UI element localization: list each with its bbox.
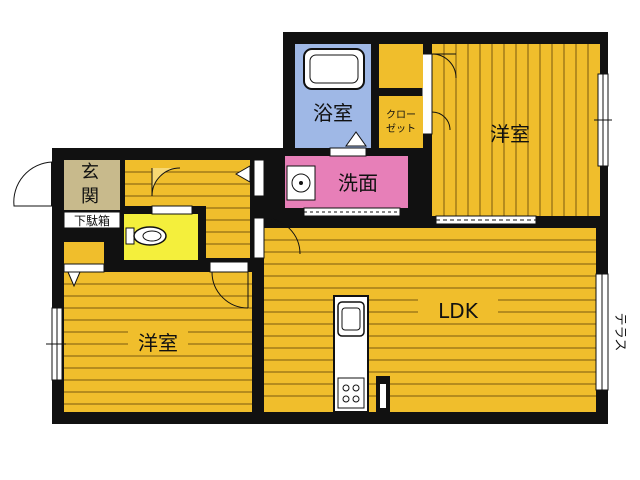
window-icon bbox=[435, 215, 537, 225]
closet-label-line2: ゼット bbox=[386, 123, 416, 135]
door-swing-icon bbox=[63, 261, 249, 309]
window-icon bbox=[594, 73, 612, 167]
washroom-label: 洗面 bbox=[338, 171, 378, 195]
ldk: LDK bbox=[253, 217, 596, 413]
bathtub-icon bbox=[303, 48, 365, 90]
bedroom-sw-label: 洋室 bbox=[138, 331, 178, 355]
ldk-label: LDK bbox=[438, 299, 479, 323]
closet-label-line1: クロー bbox=[386, 109, 416, 121]
terrace-window bbox=[595, 273, 609, 391]
entrance: 玄 関 下駄箱 bbox=[13, 160, 121, 229]
window-icon bbox=[46, 307, 66, 381]
stove-icon bbox=[337, 377, 365, 409]
toilet-icon bbox=[125, 226, 167, 246]
door-swing-icon bbox=[13, 161, 53, 207]
bedroom-ne-label: 洋室 bbox=[490, 122, 530, 146]
entrance-label-line1: 玄 bbox=[81, 162, 99, 183]
closet: クロー ゼット bbox=[379, 44, 423, 148]
sink-icon bbox=[337, 301, 365, 337]
washroom: 洗面 bbox=[285, 147, 408, 217]
terrace-label: テラス bbox=[612, 313, 627, 352]
bedroom-ne: 洋室 bbox=[432, 44, 600, 216]
shoe-box-label: 下駄箱 bbox=[74, 213, 110, 228]
door-swing-icon bbox=[151, 159, 265, 197]
door-swing-icon bbox=[253, 217, 301, 259]
bath-label: 浴室 bbox=[313, 101, 353, 125]
hallway bbox=[125, 159, 265, 258]
kitchen-counter bbox=[333, 295, 369, 413]
toilet-room bbox=[124, 205, 198, 260]
washbasin-icon bbox=[286, 165, 316, 201]
bath-room: 浴室 bbox=[295, 44, 371, 148]
entrance-label-line2: 関 bbox=[81, 186, 99, 207]
bedroom-sw: 洋室 bbox=[46, 242, 252, 412]
door-swing-icon bbox=[421, 53, 457, 135]
